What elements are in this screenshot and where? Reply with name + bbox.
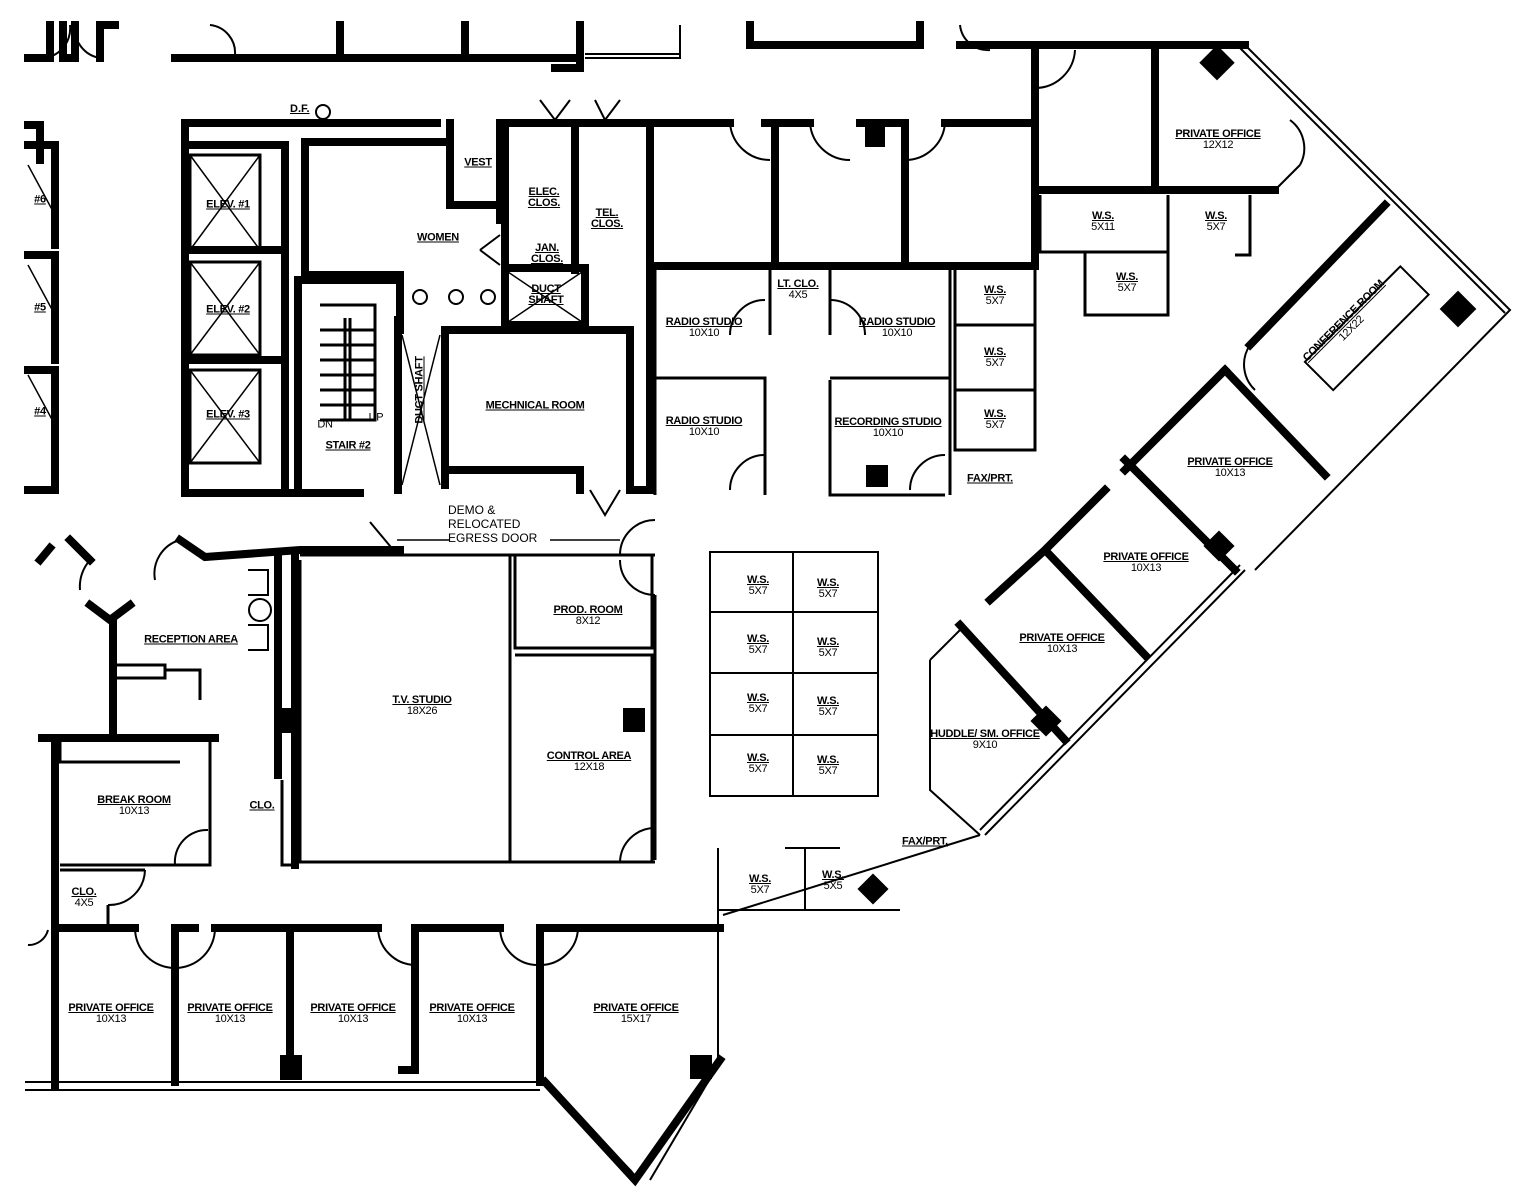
mechanical-room-label: MECHNICAL ROOM xyxy=(485,399,585,412)
stair-up-label: UP xyxy=(368,411,384,424)
elevator-1-label: ELEV. #1 xyxy=(206,198,250,211)
vestibule-label: VEST xyxy=(464,156,492,169)
workstation-12: W.S.5X7 xyxy=(816,695,840,718)
workstation-15: W.S.5X7 xyxy=(748,873,772,896)
workstation-7: W.S.5X7 xyxy=(746,574,770,597)
studio-block xyxy=(646,119,1039,497)
workstation-5: W.S.5X7 xyxy=(1204,210,1228,233)
stair-down-label: DN xyxy=(317,418,333,431)
workstation-9: W.S.5X7 xyxy=(746,633,770,656)
workstation-3: W.S.5X7 xyxy=(983,408,1007,431)
workstation-1: W.S.5X7 xyxy=(983,284,1007,307)
telephone-closet-label: TEL.CLOS. xyxy=(590,207,624,230)
workstation-2: W.S.5X7 xyxy=(983,346,1007,369)
workstation-8: W.S.5X7 xyxy=(816,577,840,600)
drinking-fountain-label: D.F. xyxy=(290,103,310,115)
workstation-4: W.S.5X11 xyxy=(1091,210,1115,233)
duct-shaft-2-label: DUCT SHAFT xyxy=(413,356,426,424)
fax-printer-1: FAX/PRT. xyxy=(967,472,1013,485)
elevator-4-label: #4 xyxy=(34,405,46,418)
workstation-13: W.S.5X7 xyxy=(746,752,770,775)
workstation-14: W.S.5X7 xyxy=(816,754,840,777)
egress-note-line2: RELOCATED xyxy=(448,517,521,531)
electrical-closet-label: ELEC.CLOS. xyxy=(527,186,561,209)
northeast-zone xyxy=(1036,44,1512,571)
tv-studio-zone xyxy=(298,519,657,864)
fax-printer-2: FAX/PRT. xyxy=(902,835,948,848)
conference-table xyxy=(1303,264,1431,392)
elevator-5-label: #5 xyxy=(34,301,46,314)
workstation-11: W.S.5X7 xyxy=(746,692,770,715)
egress-note-line1: DEMO & xyxy=(448,503,496,517)
workstation-10: W.S.5X7 xyxy=(816,636,840,659)
elevator-6-label: #6 xyxy=(34,193,46,206)
east-offices xyxy=(929,364,1246,836)
west-zone xyxy=(34,534,404,1089)
workstation-16: W.S.5X5 xyxy=(821,869,845,892)
workstation-6: W.S.5X7 xyxy=(1115,271,1139,294)
egress-note: DEMO & RELOCATED EGRESS DOOR xyxy=(448,503,537,545)
women-restroom-label: WOMEN xyxy=(417,231,459,244)
room-closet-2: CLO. xyxy=(249,799,275,812)
elevator-2-label: ELEV. #2 xyxy=(206,303,250,316)
south-offices xyxy=(25,924,726,1187)
building-core xyxy=(181,99,654,517)
janitor-closet-label: JAN.CLOS. xyxy=(530,242,564,265)
stair-label: STAIR #2 xyxy=(325,439,371,452)
room-reception: RECEPTION AREA xyxy=(144,633,238,646)
egress-note-line3: EGRESS DOOR xyxy=(448,531,538,545)
top-walls xyxy=(24,21,1249,124)
left-elevators xyxy=(24,121,59,494)
elevator-3-label: ELEV. #3 xyxy=(206,408,250,421)
room-closet-1: CLO.4X5 xyxy=(71,886,97,909)
room-lt-closet: LT. CLO.4X5 xyxy=(777,278,819,301)
